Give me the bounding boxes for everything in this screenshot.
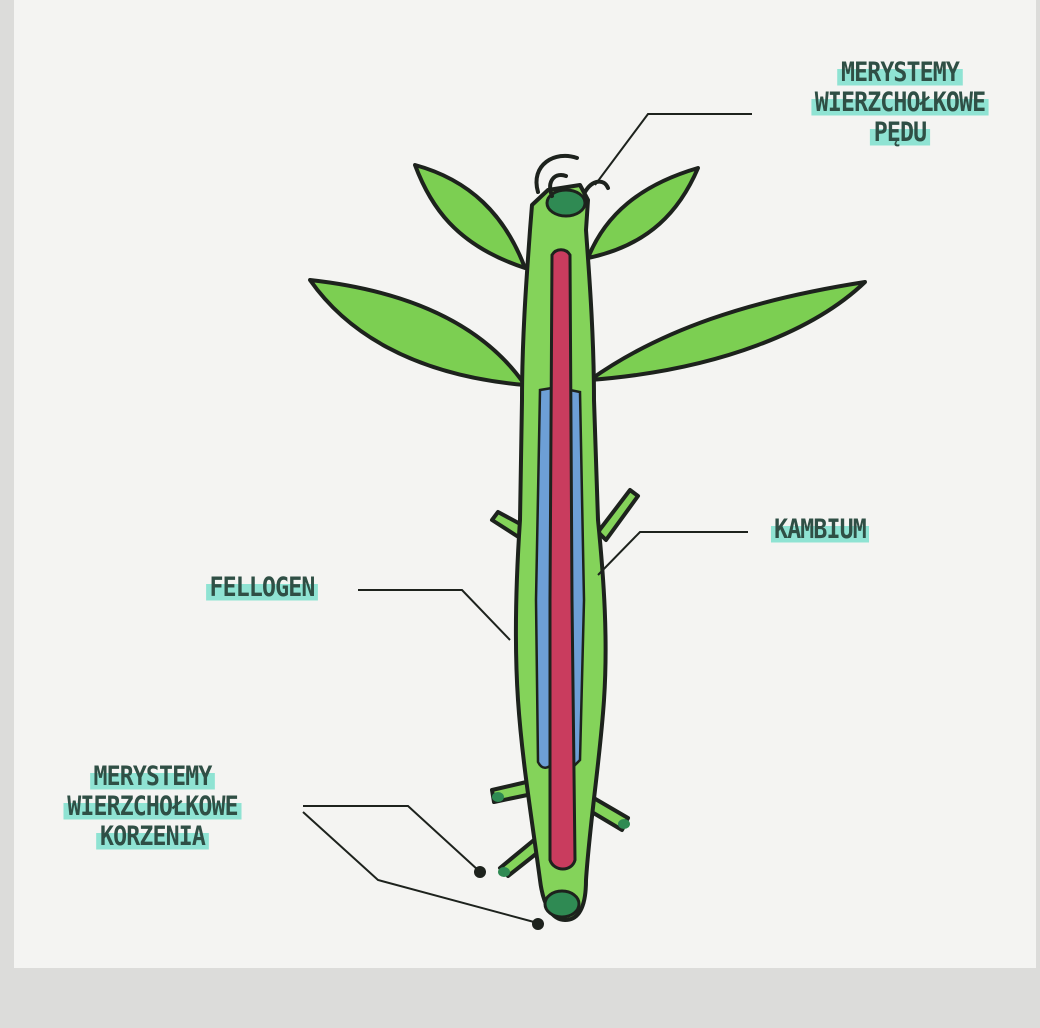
upper-left-leaf — [413, 163, 527, 270]
label-shoot-line1: MERYSTEMY — [837, 57, 963, 88]
label-shoot-line3: PĘDU — [870, 117, 930, 148]
label-shoot-apical-meristem: MERYSTEMY WIERZCHOŁKOWE PĘDU — [784, 57, 1016, 148]
left-leaf — [308, 278, 527, 387]
shoot-apical-meristem — [545, 188, 587, 218]
right-leaf — [588, 280, 867, 382]
label-kambium: KAMBIUM — [756, 514, 885, 545]
right-shoot — [596, 488, 640, 542]
label-shoot-line2: WIERZCHOŁKOWE — [811, 87, 989, 118]
root-apical-meristem — [543, 889, 581, 919]
label-kambium-text: KAMBIUM — [770, 514, 870, 545]
root-meristem-dot-1 — [474, 866, 486, 878]
label-root-line1: MERYSTEMY — [90, 761, 215, 792]
leader-kambium — [597, 531, 748, 576]
label-fellogen: FELLOGEN — [185, 572, 340, 603]
label-fellogen-text: FELLOGEN — [206, 572, 318, 603]
label-root-line2: WIERZCHOŁKOWE — [63, 791, 242, 822]
label-root-line3: KORZENIA — [96, 821, 209, 852]
leader-root-meristem-2 — [302, 811, 535, 923]
lateral-root-tip-1 — [492, 792, 504, 802]
root-meristem-dot-2 — [532, 918, 544, 930]
leader-root-meristem-1 — [303, 805, 479, 871]
lateral-root-tip-2 — [618, 819, 630, 829]
upper-right-leaf — [586, 166, 700, 260]
leader-shoot-meristem — [594, 113, 752, 186]
leader-fellogen — [358, 589, 511, 641]
label-root-apical-meristem: MERYSTEMY WIERZCHOŁKOWE KORZENIA — [34, 761, 271, 852]
lateral-root-tip-3 — [498, 867, 510, 877]
xylem-strand — [548, 248, 577, 871]
